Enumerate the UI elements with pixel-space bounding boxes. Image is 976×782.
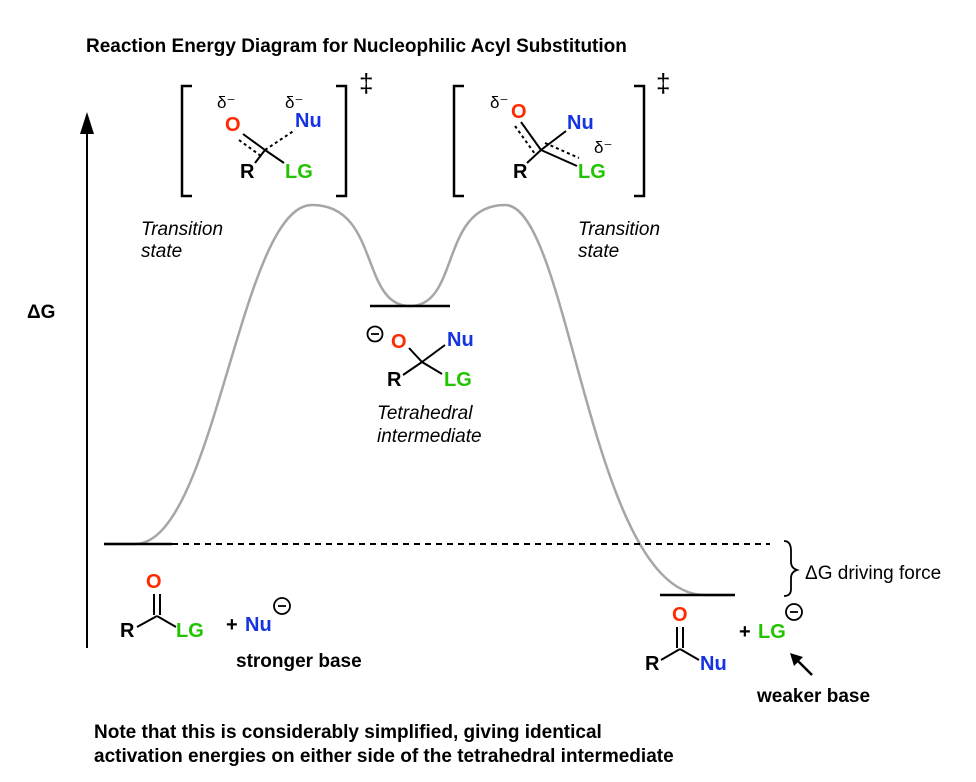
delta-minus-oxygen: δ⁻ xyxy=(217,93,235,112)
intermediate-label-line1: Tetrahedral xyxy=(377,403,473,424)
bracket-left xyxy=(180,84,192,198)
leaving-group: LG xyxy=(285,161,313,183)
weaker-base-label: weaker base xyxy=(756,686,870,707)
delta-minus-nucleophile: δ⁻ xyxy=(285,93,303,112)
transition-state-1: ‡ δ⁻ δ⁻ O Nu R LG xyxy=(180,68,373,198)
lg-bond xyxy=(156,615,177,628)
leaving-group: LG xyxy=(444,369,472,391)
oxygen-atom: O xyxy=(511,101,527,123)
carbonyl-bond xyxy=(520,121,542,151)
reactant-acyl-compound: O R LG xyxy=(120,571,204,642)
nucleophile-product: Nu xyxy=(700,653,727,675)
diagram-title: Reaction Energy Diagram for Nucleophilic… xyxy=(86,36,627,57)
r-group: R xyxy=(120,620,135,642)
plus-sign-products: + xyxy=(739,621,751,643)
transition-state-2-label-line2: state xyxy=(578,241,619,262)
stronger-base-label: stronger base xyxy=(236,651,362,672)
delta-minus-leaving-group: δ⁻ xyxy=(594,138,612,157)
leaving-group: LG xyxy=(176,620,204,642)
bracket-left xyxy=(452,84,464,198)
lg-bond xyxy=(264,149,285,164)
carbonyl-bond xyxy=(242,133,266,151)
forming-nu-bond xyxy=(264,129,296,151)
double-dagger: ‡ xyxy=(656,68,670,98)
driving-force-label: ΔG driving force xyxy=(805,563,941,584)
energy-curve xyxy=(104,203,735,597)
tetrahedral-intermediate: O Nu R LG xyxy=(366,325,474,391)
bracket-right xyxy=(336,84,348,198)
leaving-group-product: LG xyxy=(758,621,786,643)
driving-force-brace xyxy=(783,540,800,597)
bracket-right xyxy=(634,84,646,198)
lg-bond xyxy=(421,361,443,375)
r-bond xyxy=(402,361,423,376)
r-bond xyxy=(526,149,542,164)
oxygen-atom: O xyxy=(146,571,162,593)
partial-pi-bond xyxy=(238,139,262,157)
y-axis-arrowhead xyxy=(80,112,94,134)
lg-bond xyxy=(540,149,578,167)
r-bond xyxy=(660,648,681,661)
nu-bond xyxy=(679,648,700,661)
nucleophile-reactant: Nu xyxy=(245,614,272,636)
partial-pi-bond xyxy=(514,125,536,155)
negative-charge-icon xyxy=(273,597,291,615)
plus-sign-reactants: + xyxy=(226,614,238,636)
note-line-2: activation energies on either side of th… xyxy=(94,746,674,767)
negative-charge-icon xyxy=(785,603,803,621)
r-group: R xyxy=(240,161,255,183)
oxygen-atom: O xyxy=(391,331,407,353)
delta-minus-oxygen: δ⁻ xyxy=(490,93,508,112)
oxygen-atom: O xyxy=(225,114,241,136)
nucleophile-atom: Nu xyxy=(447,329,474,351)
transition-state-1-label-line1: Transition xyxy=(141,219,223,240)
nu-bond xyxy=(421,344,446,363)
y-axis-label: ΔG xyxy=(27,302,55,323)
note-line-1: Note that this is considerably simplifie… xyxy=(94,722,602,743)
weaker-base-arrow-shaft xyxy=(795,658,813,676)
r-group: R xyxy=(645,653,660,675)
transition-state-1-label-line2: state xyxy=(141,241,182,262)
r-group: R xyxy=(513,161,528,183)
o-bond xyxy=(408,347,423,363)
nucleophile-atom: Nu xyxy=(295,110,322,132)
transition-state-2-label-line1: Transition xyxy=(578,219,660,240)
r-bond xyxy=(136,615,158,628)
breaking-lg-bond xyxy=(544,142,580,159)
negative-charge-icon xyxy=(366,325,384,343)
transition-state-2: ‡ δ⁻ O Nu δ⁻ R LG xyxy=(452,68,670,198)
r-bond xyxy=(254,149,266,164)
nucleophile-atom: Nu xyxy=(567,112,594,134)
oxygen-atom: O xyxy=(672,604,688,626)
r-group: R xyxy=(387,369,402,391)
intermediate-label-line2: intermediate xyxy=(377,426,482,447)
nu-bond xyxy=(540,130,567,151)
arrow-icon xyxy=(790,653,803,666)
double-dagger: ‡ xyxy=(359,68,373,98)
product-acyl-compound: O R Nu xyxy=(645,604,727,675)
leaving-group: LG xyxy=(578,161,606,183)
